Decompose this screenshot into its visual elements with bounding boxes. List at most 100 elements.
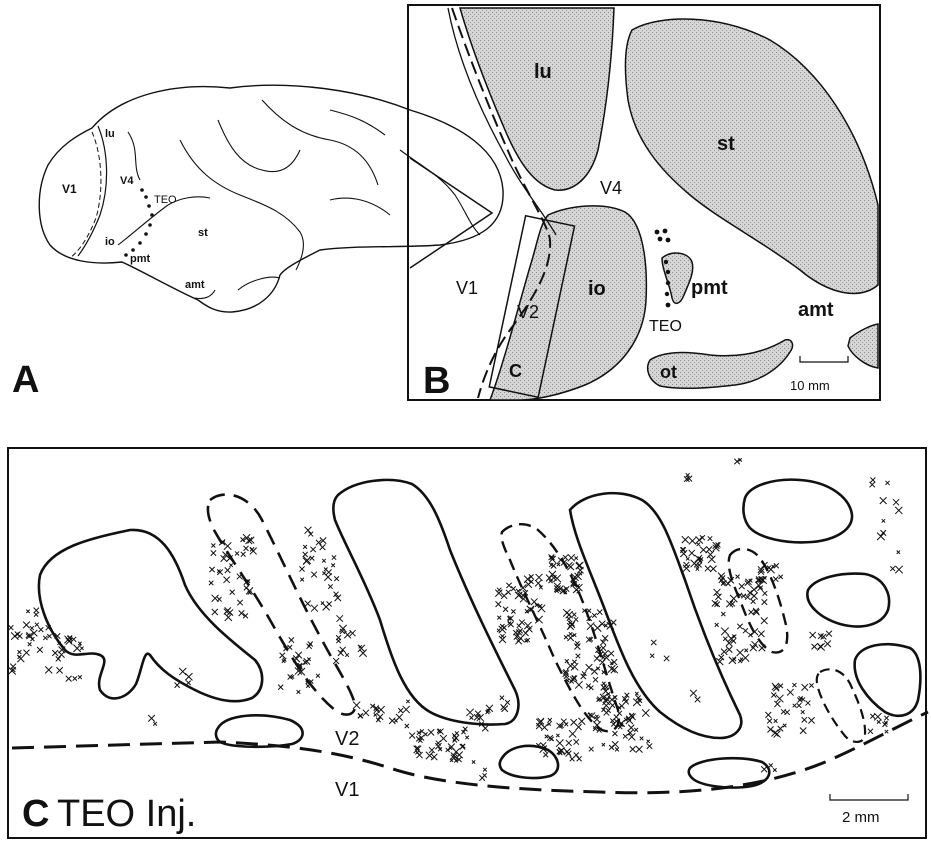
cell-cross — [409, 733, 415, 739]
cell-cross — [303, 552, 308, 557]
cell-cross — [496, 601, 502, 607]
cell-cross — [428, 729, 434, 735]
cell-cross — [56, 656, 61, 661]
cell-cross — [435, 743, 441, 749]
b-label-box-c: C — [509, 361, 522, 381]
cell-cross — [506, 590, 511, 595]
cell-cross — [630, 746, 636, 752]
cell-cross — [715, 623, 719, 627]
cell-cross — [340, 647, 346, 653]
cell-cross — [556, 739, 563, 746]
sulcus-4 — [218, 120, 300, 172]
cell-cross — [736, 575, 740, 579]
cell-cross — [564, 635, 568, 639]
cell-cross — [576, 724, 582, 730]
cell-cross — [472, 760, 475, 763]
region-amt — [848, 324, 878, 368]
cell-cross — [483, 768, 487, 772]
cell-cross — [773, 577, 778, 582]
cell-cross — [569, 632, 572, 635]
cell-cross — [17, 650, 21, 654]
cell-cross — [751, 592, 758, 599]
cell-cross — [23, 622, 30, 629]
cell-cross — [567, 617, 571, 621]
cell-cross — [78, 675, 82, 679]
cell-cross — [715, 594, 721, 600]
cell-cross — [575, 641, 580, 646]
cell-cross — [211, 543, 215, 547]
sulcus-5 — [262, 100, 378, 185]
cell-cross — [506, 583, 511, 588]
cell-cross — [363, 710, 369, 716]
cell-cross — [9, 625, 14, 630]
cell-cross — [761, 766, 767, 772]
cell-cross — [543, 752, 548, 757]
cell-cross — [762, 599, 767, 604]
cell-cross — [547, 722, 550, 725]
cell-cross — [597, 609, 602, 614]
cell-cross — [635, 692, 638, 695]
c-panel-letter: C — [22, 793, 49, 835]
scale-bar-c-label: 2 mm — [842, 809, 880, 826]
cell-cross — [39, 627, 44, 632]
cell-cross — [56, 667, 62, 673]
cell-cross — [767, 719, 772, 724]
cell-cross — [280, 653, 285, 658]
fold-5 — [807, 574, 889, 627]
cell-cross — [761, 617, 768, 624]
c-label-v2: V2 — [335, 728, 359, 750]
cell-cross — [336, 639, 340, 643]
dashed-contour-1 — [208, 494, 355, 714]
cell-cross — [611, 620, 617, 626]
cell-cross — [332, 555, 336, 559]
cell-cross — [708, 536, 713, 541]
cell-cross — [689, 550, 695, 556]
cell-cross — [593, 677, 598, 682]
cell-cross — [321, 601, 324, 604]
cell-cross — [686, 557, 689, 560]
cell-cross — [517, 624, 521, 628]
cell-cross — [311, 572, 317, 578]
cell-cross — [826, 631, 832, 637]
cell-cross — [723, 637, 727, 641]
b-label-v4: V4 — [600, 178, 622, 198]
fold-small-1 — [216, 715, 303, 746]
cell-cross — [683, 565, 690, 572]
cell-cross — [608, 651, 614, 657]
cell-cross — [744, 649, 748, 653]
cell-cross — [311, 605, 318, 612]
cell-cross — [322, 572, 325, 575]
cell-cross — [578, 718, 585, 725]
fold-small-2 — [500, 746, 558, 778]
sulcus-8 — [330, 198, 390, 215]
cell-cross — [568, 554, 575, 561]
cell-cross — [28, 642, 32, 646]
cell-cross — [885, 481, 889, 485]
cell-cross — [217, 570, 220, 573]
cell-cross — [773, 768, 776, 771]
cell-cross — [771, 729, 778, 736]
region-lu — [460, 8, 614, 190]
cell-cross — [566, 740, 572, 746]
cell-cross — [577, 756, 582, 761]
cell-cross — [897, 551, 900, 554]
cell-cross — [737, 624, 742, 629]
cell-cross — [604, 710, 610, 716]
cell-cross — [592, 613, 596, 617]
cell-cross — [52, 650, 58, 656]
a-label-v4: V4 — [120, 175, 134, 187]
cell-cross — [608, 665, 615, 672]
cell-cross — [305, 601, 311, 607]
cell-cross — [708, 556, 715, 563]
cell-cross — [535, 580, 541, 586]
cell-cross — [306, 684, 310, 688]
b-label-v2: V2 — [517, 302, 539, 322]
cell-cross — [287, 645, 292, 650]
cell-cross — [567, 635, 573, 641]
b-label-amt: amt — [798, 299, 834, 321]
cell-cross — [749, 610, 754, 615]
cell-cross — [345, 653, 349, 657]
cell-cross — [557, 563, 560, 566]
scale-bar-b-label: 10 mm — [790, 378, 830, 393]
